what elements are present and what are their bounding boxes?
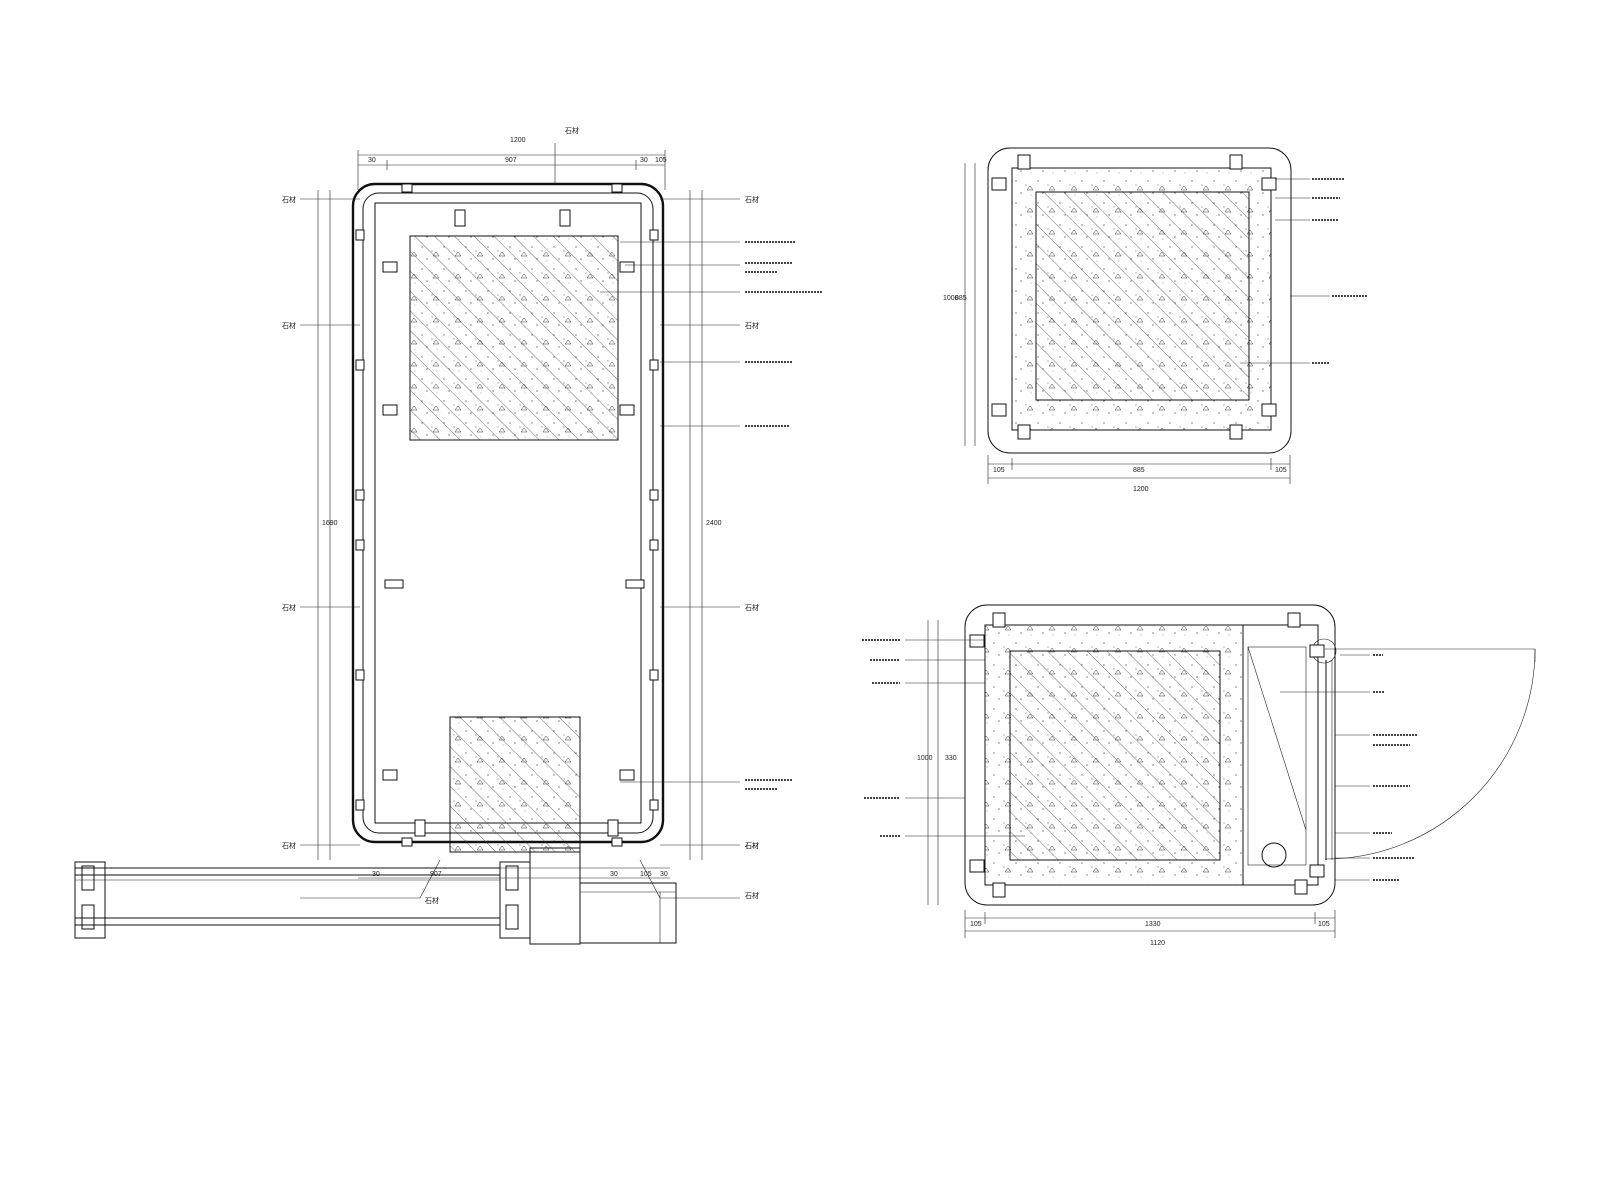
main-top-dim-b: 907 — [505, 157, 517, 164]
corner-anchor — [1309, 644, 1325, 658]
main-plan: 1200 30 907 30 105 石材 石材 石材 石材 石材 石材 石材 … — [74, 126, 822, 945]
main-top-width: 1200 — [510, 137, 526, 144]
frame-clip — [355, 489, 365, 501]
br-dim-right: 105 — [1318, 921, 1330, 928]
main-left-label-4: 石材 — [282, 841, 296, 850]
main-bottom-dim-5: 30 — [660, 871, 668, 878]
frame-clip — [401, 183, 413, 193]
anchor-plate — [619, 404, 635, 416]
corner-anchor — [969, 634, 985, 648]
main-bottom-dim-3: 30 — [610, 871, 618, 878]
tr-dim-vert: 885 — [955, 295, 967, 302]
anchor-plate — [414, 819, 426, 837]
frame-clip — [649, 229, 659, 241]
main-dimensions — [317, 150, 703, 879]
door-swing-arc — [1324, 648, 1536, 860]
corner-anchor — [1229, 424, 1243, 440]
main-right-label-4: 石材 — [745, 841, 759, 850]
main-bottom-label-2: 石材 — [745, 891, 759, 900]
lower-column — [449, 716, 581, 853]
tr-dim-total: 1200 — [1133, 486, 1149, 493]
frame-clip — [355, 669, 365, 681]
br-dim-vert: 330 — [945, 755, 957, 762]
main-right-dim-1: 2400 — [706, 520, 722, 527]
main-right-label-1: 石材 — [745, 195, 759, 204]
anchor-plate — [382, 769, 398, 781]
upper-column — [409, 235, 619, 441]
main-bottom-label-1: 石材 — [425, 896, 439, 905]
window-section — [74, 847, 677, 945]
corner-anchor — [1017, 154, 1031, 170]
br-dim-left: 105 — [970, 921, 982, 928]
corner-anchor — [992, 612, 1006, 628]
frame-clip — [355, 539, 365, 551]
main-left-label-3: 石材 — [282, 603, 296, 612]
corner-anchor — [1261, 403, 1277, 417]
corner-anchor — [991, 177, 1007, 191]
br-dim-total: 1120 — [1150, 940, 1165, 947]
anchor-plate — [625, 579, 645, 589]
corner-anchor — [1229, 154, 1243, 170]
main-left-label-2: 石材 — [282, 321, 296, 330]
frame-clip — [649, 799, 659, 811]
pipe-circle — [1261, 842, 1287, 868]
main-left-dim-1: 1690 — [322, 520, 338, 527]
main-bottom-dim-4: 105 — [640, 871, 652, 878]
frame-brackets — [355, 183, 659, 847]
main-right-label-3: 石材 — [745, 603, 759, 612]
tr-dim-right: 105 — [1275, 467, 1287, 474]
frame-clip — [355, 799, 365, 811]
main-top-dim-d: 105 — [655, 157, 667, 164]
frame-clip — [355, 229, 365, 241]
tr-dim-vert-total: 1000 — [943, 295, 959, 302]
tr-dim-left: 105 — [993, 467, 1005, 474]
br-dim-mid: 1330 — [1145, 921, 1161, 928]
main-annotations — [745, 241, 822, 790]
frame-clip — [355, 359, 365, 371]
anchor-plate — [384, 579, 404, 589]
bottom-right-brackets — [969, 612, 1325, 898]
main-bottom-label-3: 石材 — [745, 841, 759, 850]
frame-clip — [611, 183, 623, 193]
corner-anchor — [991, 403, 1007, 417]
main-right-label-2: 石材 — [745, 321, 759, 330]
main-top-dim-a: 30 — [368, 157, 376, 164]
tr-dim-mid: 885 — [1133, 467, 1145, 474]
frame-clip — [649, 489, 659, 501]
frame-clip — [611, 837, 623, 847]
corner-anchor — [1261, 177, 1277, 191]
top-right-brackets — [991, 154, 1277, 440]
corner-anchor — [992, 882, 1006, 898]
main-top-material: 石材 — [565, 126, 579, 135]
corner-anchor — [969, 859, 985, 873]
corner-anchor — [1309, 864, 1325, 878]
frame-clip — [649, 539, 659, 551]
anchor-plate — [619, 769, 635, 781]
top-right-plan: 1200 105 885 105 885 1000 — [943, 147, 1368, 493]
br-dim-vert-total: 1000 — [917, 755, 933, 762]
main-top-dim-c: 30 — [640, 157, 648, 164]
frame-clip — [649, 359, 659, 371]
anchor-plate — [454, 209, 466, 227]
anchor-plate — [382, 261, 398, 273]
corner-anchor — [1287, 612, 1301, 628]
frame-clip — [401, 837, 413, 847]
anchor-plate — [559, 209, 571, 227]
main-leaders — [300, 143, 740, 899]
bottom-right-plan: 1120 105 1330 105 330 1000 — [862, 604, 1536, 947]
anchor-plate — [382, 404, 398, 416]
anchor-plate — [607, 819, 619, 837]
corner-anchor — [1294, 879, 1308, 895]
corner-anchor — [1017, 424, 1031, 440]
anchor-plate — [619, 261, 635, 273]
main-left-label-1: 石材 — [282, 195, 296, 204]
frame-clip — [649, 669, 659, 681]
